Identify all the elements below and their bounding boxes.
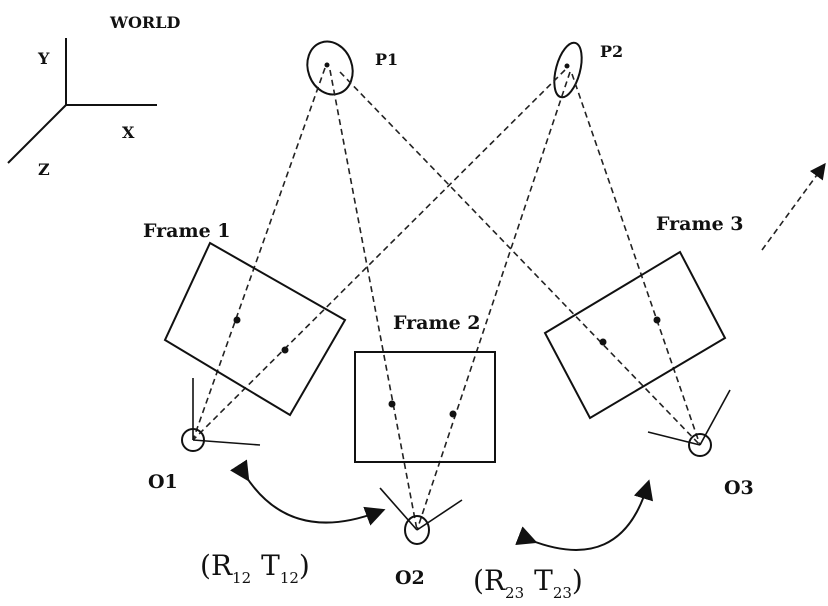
motion-arrow-12	[230, 459, 386, 526]
ray-p1-o2	[329, 69, 418, 531]
ray-p1-o3	[339, 71, 701, 446]
frame-2-label: Frame 2	[393, 312, 481, 334]
point-p2	[553, 41, 583, 99]
projection-rays	[192, 67, 701, 531]
p1-label: P1	[375, 50, 398, 69]
world-label: WORLD	[109, 13, 180, 32]
point-p1	[306, 40, 354, 96]
continuation-arrow	[761, 162, 826, 251]
z-axis-label: Z	[38, 160, 50, 179]
p2-label: P2	[600, 42, 623, 61]
camera-o2	[379, 487, 463, 545]
frame-1-label: Frame 1	[143, 220, 231, 242]
frame-2	[354, 351, 496, 463]
ray-p1-o1	[192, 67, 326, 441]
world-axes	[7, 38, 157, 164]
x-axis-label: X	[122, 123, 135, 142]
o3-label: O3	[724, 477, 754, 499]
frame-3	[543, 250, 727, 420]
ray-p2-o1	[192, 69, 566, 441]
frame-3-label: Frame 3	[656, 213, 744, 235]
o1-label: O1	[148, 471, 178, 493]
y-axis-label: Y	[37, 49, 50, 68]
ray-p2-o2	[416, 71, 571, 531]
camera-o1	[181, 378, 261, 452]
camera-o3	[647, 389, 731, 457]
ray-p2-o3	[571, 73, 701, 446]
motion-arrow-23	[515, 479, 654, 551]
o2-label: O2	[395, 567, 425, 589]
frame-1	[163, 241, 347, 417]
world-z-axis	[7, 104, 67, 164]
projected-points	[233, 316, 661, 418]
